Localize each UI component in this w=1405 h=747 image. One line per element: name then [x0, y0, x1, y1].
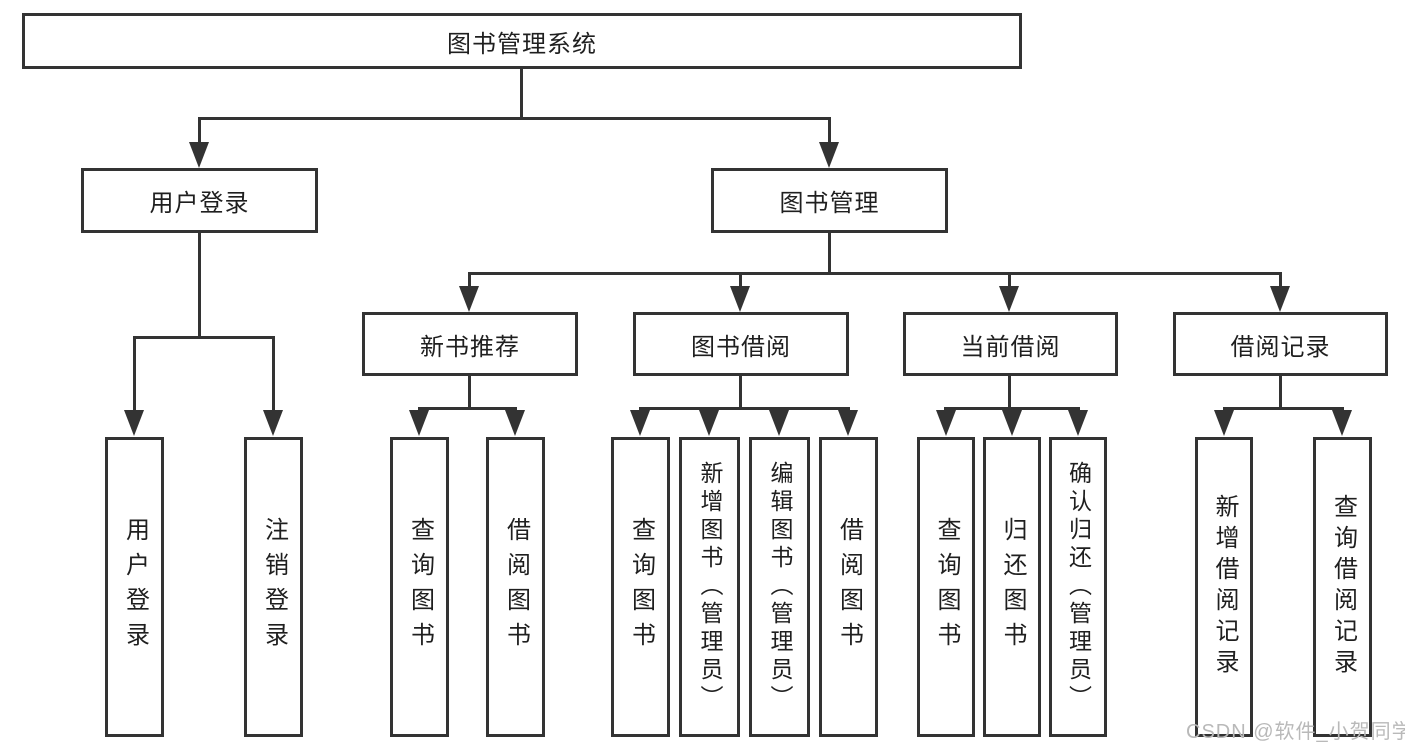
- arrow-down-icon: [505, 410, 525, 436]
- node-root: 图书管理系统: [22, 13, 1022, 69]
- leaf-current-query-book: 查询图书: [917, 437, 975, 737]
- leaf-add-borrow-record: 新增借阅记录: [1195, 437, 1253, 737]
- node-new-book-recommend-label: 新书推荐: [420, 333, 520, 361]
- arrow-down-icon: [630, 410, 650, 436]
- node-new-book-recommend: 新书推荐: [362, 312, 578, 376]
- leaf-edit-book-admin: 编辑图书（管理员）: [749, 437, 810, 737]
- connector-line: [468, 376, 471, 407]
- connector-line: [1008, 376, 1011, 407]
- leaf-newbook-query-book: 查询图书: [390, 437, 449, 737]
- arrow-down-icon: [1068, 410, 1088, 436]
- connector-line: [1279, 274, 1282, 288]
- arrow-down-icon: [936, 410, 956, 436]
- leaf-add-book-admin-label: 新增图书（管理员）: [697, 461, 723, 713]
- arrow-down-icon: [189, 142, 209, 168]
- leaf-return-book-label: 归还图书: [999, 517, 1026, 657]
- node-borrow-record: 借阅记录: [1173, 312, 1388, 376]
- connector-line: [739, 274, 742, 288]
- arrow-down-icon: [819, 142, 839, 168]
- connector-line: [133, 338, 136, 412]
- leaf-user-login-label: 用户登录: [121, 517, 149, 657]
- arrow-down-icon: [1332, 410, 1352, 436]
- connector-line: [1279, 376, 1282, 407]
- arrow-down-icon: [409, 410, 429, 436]
- connector-line: [272, 338, 275, 412]
- leaf-add-book-admin: 新增图书（管理员）: [679, 437, 740, 737]
- leaf-return-book: 归还图书: [983, 437, 1041, 737]
- node-book-borrow-label: 图书借阅: [691, 333, 791, 361]
- connector-line: [198, 233, 201, 339]
- connector-line: [468, 272, 1282, 275]
- watermark: CSDN @软件_小贺同学: [1186, 721, 1405, 743]
- node-root-label: 图书管理系统: [447, 30, 597, 58]
- arrow-down-icon: [124, 410, 144, 436]
- connector-line: [468, 274, 471, 288]
- leaf-confirm-return-admin: 确认归还（管理员）: [1049, 437, 1107, 737]
- leaf-confirm-return-admin-label: 确认归还（管理员）: [1065, 461, 1092, 713]
- connector-line: [739, 376, 742, 407]
- connector-line: [828, 119, 831, 144]
- leaf-current-query-book-label: 查询图书: [933, 517, 960, 657]
- leaf-logout-login-label: 注销登录: [260, 517, 288, 657]
- node-book-management-label: 图书管理: [779, 190, 880, 217]
- connector-line: [133, 336, 275, 339]
- leaf-newbook-borrow-book: 借阅图书: [486, 437, 545, 737]
- arrow-down-icon: [459, 286, 479, 312]
- leaf-query-borrow-record: 查询借阅记录: [1313, 437, 1372, 737]
- node-borrow-record-label: 借阅记录: [1230, 333, 1331, 361]
- leaf-newbook-query-book-label: 查询图书: [406, 517, 434, 657]
- connector-line: [828, 233, 831, 274]
- leaf-borrow-borrow-book-label: 借阅图书: [835, 517, 863, 657]
- leaf-logout-login: 注销登录: [244, 437, 303, 737]
- node-user-login-label: 用户登录: [149, 190, 250, 217]
- leaf-add-borrow-record-label: 新增借阅记录: [1211, 494, 1238, 680]
- arrow-down-icon: [263, 410, 283, 436]
- arrow-down-icon: [699, 410, 719, 436]
- leaf-borrow-borrow-book: 借阅图书: [819, 437, 878, 737]
- node-book-borrow: 图书借阅: [633, 312, 849, 376]
- connector-line: [1008, 274, 1011, 288]
- arrow-down-icon: [769, 410, 789, 436]
- arrow-down-icon: [730, 286, 750, 312]
- arrow-down-icon: [999, 286, 1019, 312]
- node-book-management: 图书管理: [711, 168, 948, 233]
- arrow-down-icon: [1270, 286, 1290, 312]
- connector-line: [520, 69, 523, 118]
- leaf-borrow-query-book-label: 查询图书: [627, 517, 655, 657]
- leaf-user-login: 用户登录: [105, 437, 164, 737]
- connector-line: [639, 407, 850, 410]
- arrow-down-icon: [1214, 410, 1234, 436]
- leaf-borrow-query-book: 查询图书: [611, 437, 670, 737]
- node-current-borrow-label: 当前借阅: [960, 333, 1061, 361]
- leaf-newbook-borrow-book-label: 借阅图书: [502, 517, 530, 657]
- node-current-borrow: 当前借阅: [903, 312, 1118, 376]
- leaf-edit-book-admin-label: 编辑图书（管理员）: [767, 461, 793, 713]
- node-user-login: 用户登录: [81, 168, 318, 233]
- connector-line: [198, 117, 831, 120]
- connector-line: [1223, 407, 1344, 410]
- arrow-down-icon: [1002, 410, 1022, 436]
- connector-line: [944, 407, 1080, 410]
- leaf-query-borrow-record-label: 查询借阅记录: [1329, 494, 1357, 680]
- connector-line: [198, 119, 201, 144]
- connector-line: [418, 407, 517, 410]
- arrow-down-icon: [838, 410, 858, 436]
